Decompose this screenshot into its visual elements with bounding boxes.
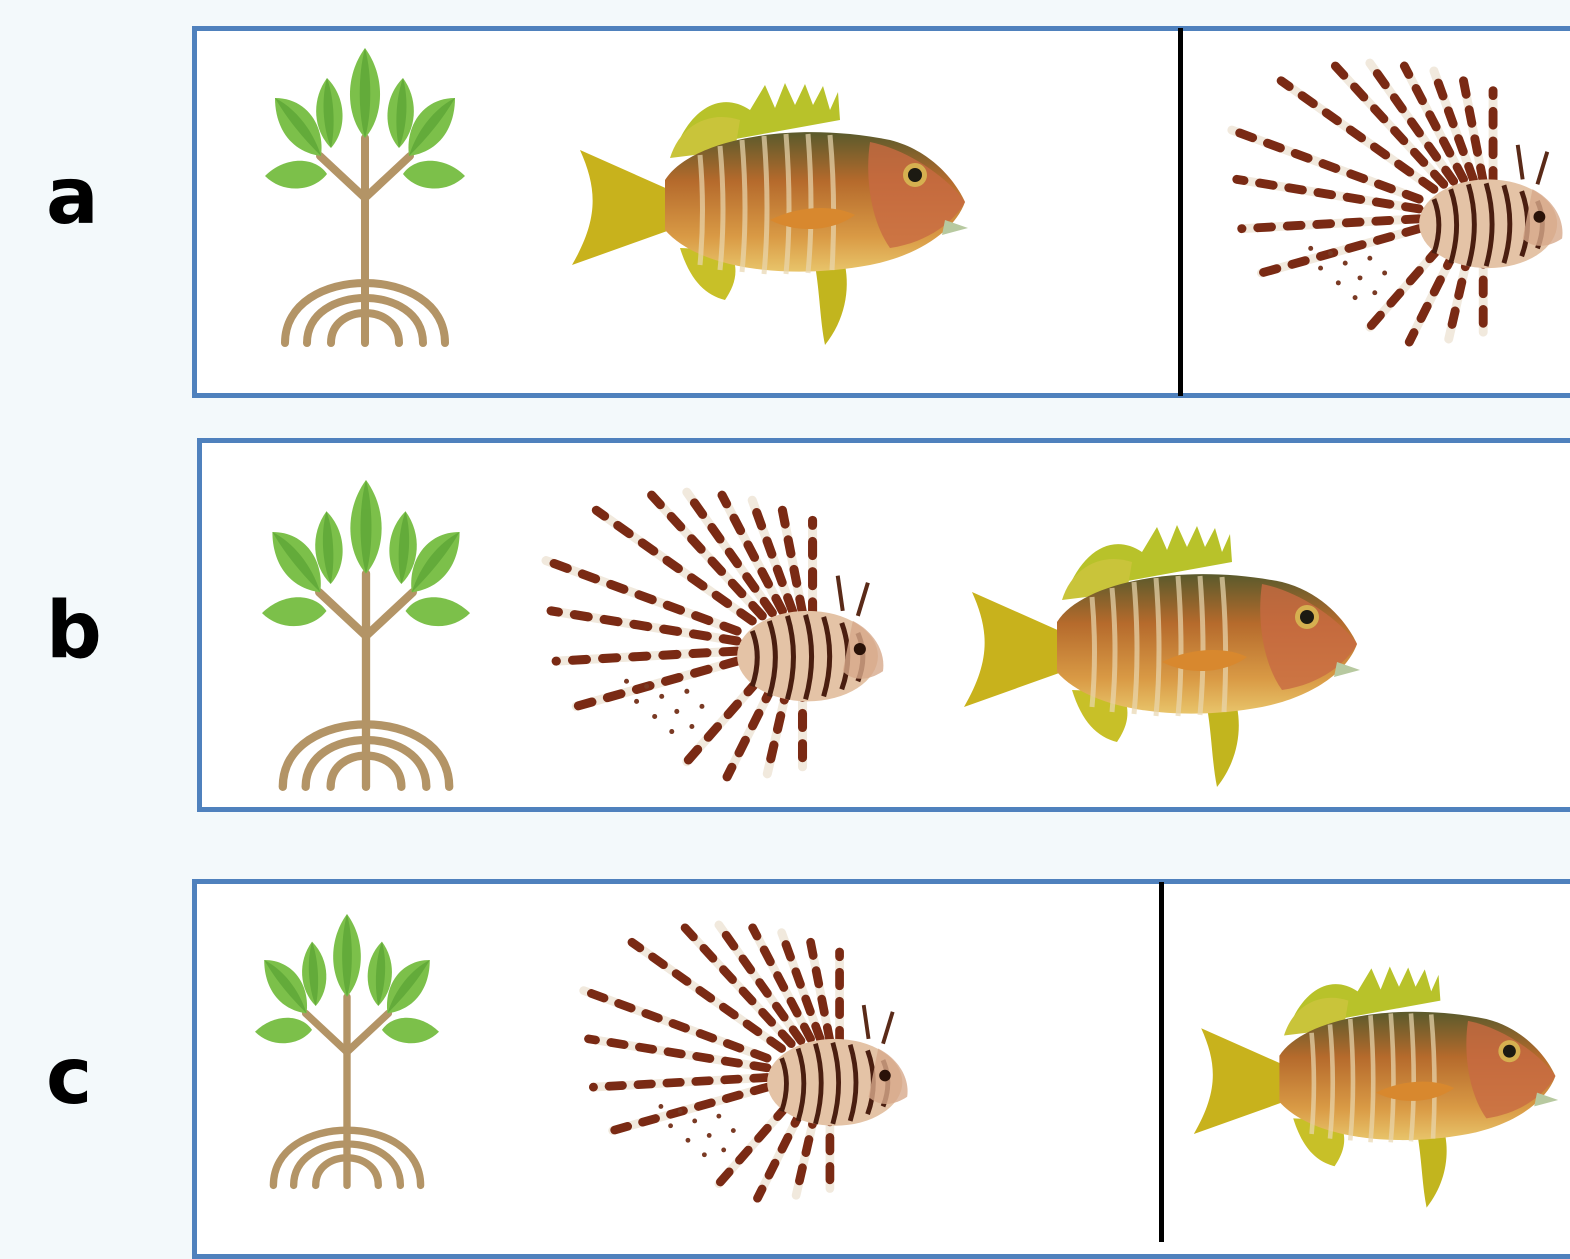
panel-divider [1159, 882, 1164, 1242]
snapper-fish-image [1192, 958, 1560, 1218]
panel-divider [1178, 28, 1183, 396]
lionfish-image [1222, 58, 1567, 350]
panel-label: a [46, 158, 99, 236]
panel-label: c [46, 1038, 92, 1116]
snapper-fish-image [570, 80, 970, 350]
mangrove-icon [258, 480, 474, 792]
lionfish-image [574, 904, 912, 1222]
snapper-fish-image [962, 522, 1362, 792]
panel-label: b [46, 592, 102, 670]
mangrove-icon [262, 48, 468, 348]
lionfish-image [536, 470, 888, 802]
mangrove-icon [254, 914, 440, 1190]
